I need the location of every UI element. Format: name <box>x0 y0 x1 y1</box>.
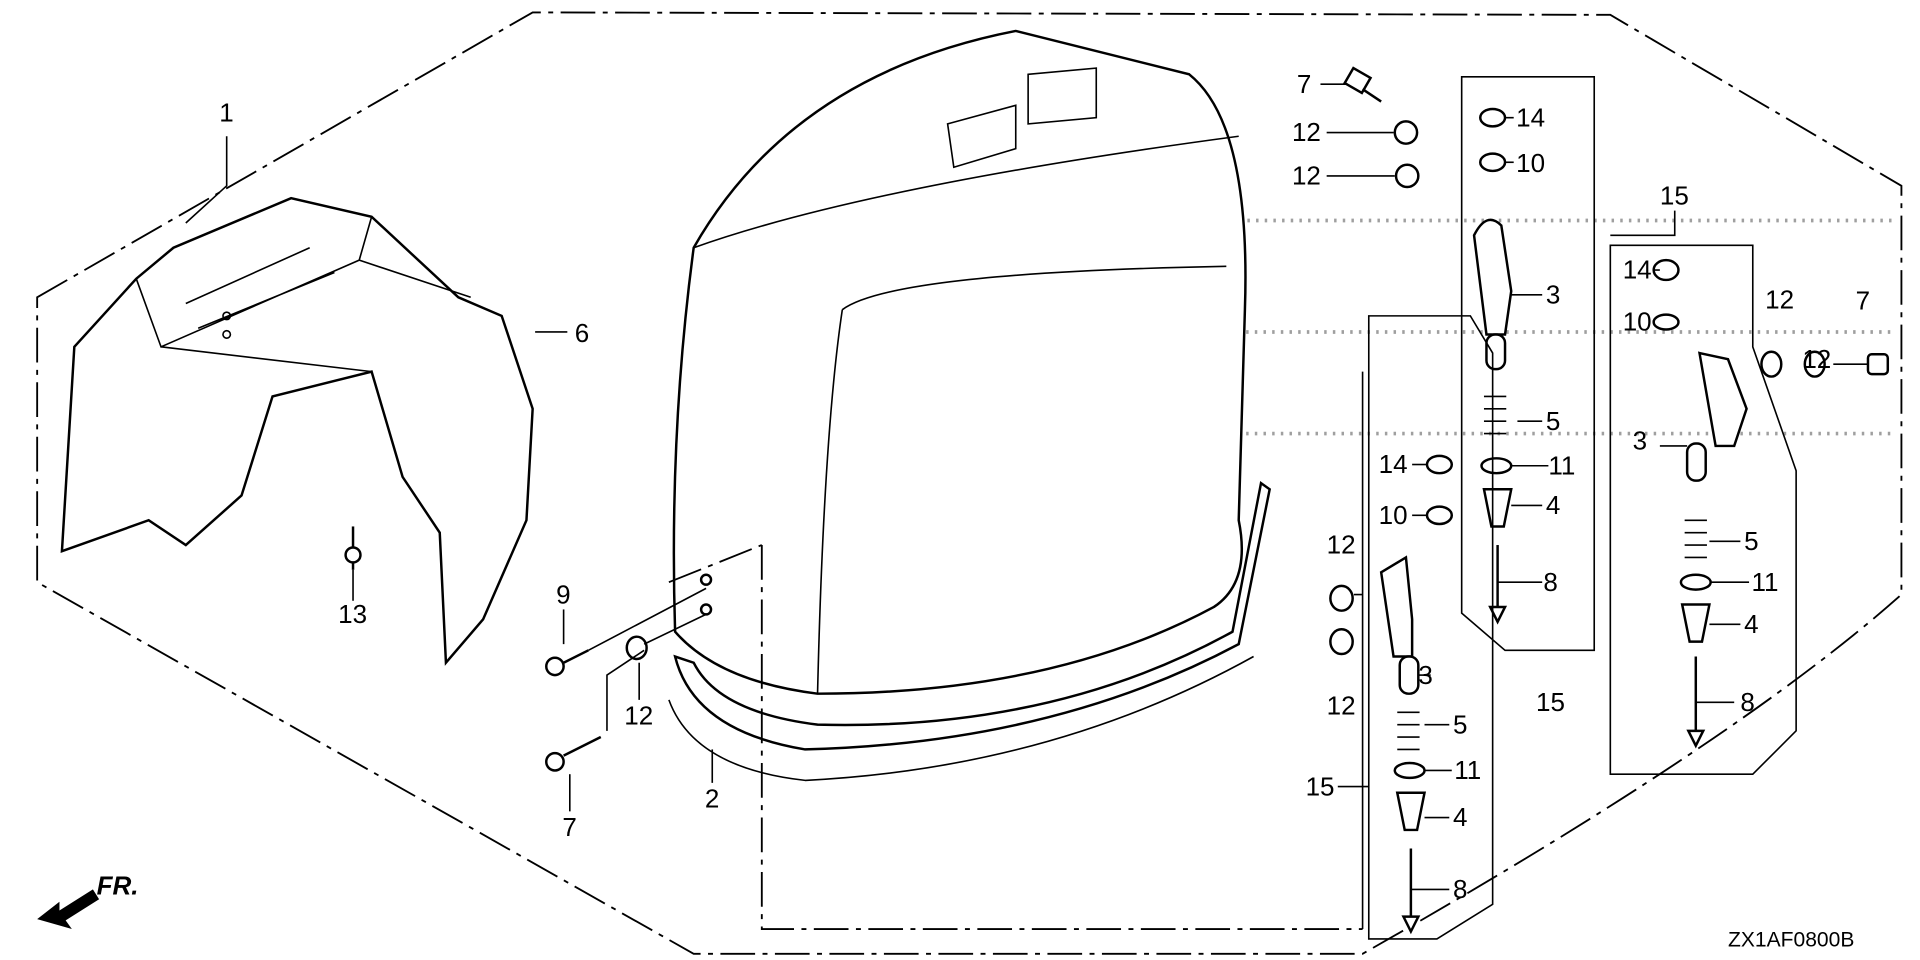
label-9: 9 <box>556 579 570 609</box>
label-14: 14 <box>1516 102 1545 132</box>
label-12: 12 <box>1292 117 1321 147</box>
label-7: 7 <box>1297 69 1311 99</box>
label-1: 1 <box>219 97 233 127</box>
honda-marine-watermark <box>1133 218 1896 436</box>
bolt-part-7 <box>545 735 602 772</box>
label-5: 5 <box>1546 406 1560 436</box>
label-12: 12 <box>1327 530 1356 560</box>
label-10: 10 <box>1623 307 1652 337</box>
label-11: 11 <box>1454 755 1481 785</box>
label-14: 14 <box>1379 449 1408 479</box>
engine-cover-part-2 <box>668 29 1272 782</box>
grommet-part-12 <box>1393 120 1419 145</box>
grommet-part-12 <box>1394 163 1420 189</box>
assembly-outline <box>36 11 1903 955</box>
label-3: 3 <box>1546 279 1560 309</box>
label-5: 5 <box>1744 526 1758 556</box>
label-6: 6 <box>575 318 589 348</box>
label-8: 8 <box>1543 567 1557 597</box>
part-labels: 1 6 13 9 12 7 2 7 12 12 14 10 3 5 11 4 8… <box>219 69 1870 904</box>
diagram-code: ZX1AF0800B <box>1728 928 1854 951</box>
inner-cover-part-6 <box>60 196 534 666</box>
front-direction-arrow: FR. <box>37 870 139 930</box>
label-12: 12 <box>1327 691 1356 721</box>
latch-assembly-right <box>1652 258 1890 749</box>
label-4: 4 <box>1744 609 1758 639</box>
grommet-part-12 <box>625 635 648 661</box>
front-label: FR. <box>97 870 139 900</box>
label-12: 12 <box>1802 344 1831 374</box>
screw-part-13 <box>344 526 362 570</box>
label-2: 2 <box>705 784 719 814</box>
label-5: 5 <box>1453 709 1467 739</box>
label-11: 11 <box>1548 450 1575 480</box>
label-8: 8 <box>1453 874 1467 904</box>
latch-assembly-upper <box>1472 107 1513 625</box>
label-10: 10 <box>1379 500 1408 530</box>
label-3: 3 <box>1418 660 1432 690</box>
leader-lines <box>185 83 1750 891</box>
label-12: 12 <box>1292 161 1321 191</box>
label-15: 15 <box>1536 687 1565 717</box>
label-7: 7 <box>1856 286 1870 316</box>
label-12: 12 <box>624 701 653 731</box>
label-13: 13 <box>338 599 367 629</box>
label-4: 4 <box>1546 490 1560 520</box>
label-11: 11 <box>1752 567 1779 597</box>
label-7: 7 <box>562 812 576 842</box>
label-14: 14 <box>1623 255 1652 285</box>
bolt-part-7-top <box>1343 66 1382 103</box>
label-8: 8 <box>1740 687 1754 717</box>
label-3: 3 <box>1633 426 1647 456</box>
label-15: 15 <box>1660 180 1689 210</box>
label-4: 4 <box>1453 802 1467 832</box>
label-12: 12 <box>1765 284 1794 314</box>
label-10: 10 <box>1516 148 1545 178</box>
label-15: 15 <box>1306 771 1335 801</box>
bolt-part-9 <box>545 649 589 677</box>
latch-assembly-lower <box>1379 454 1454 935</box>
